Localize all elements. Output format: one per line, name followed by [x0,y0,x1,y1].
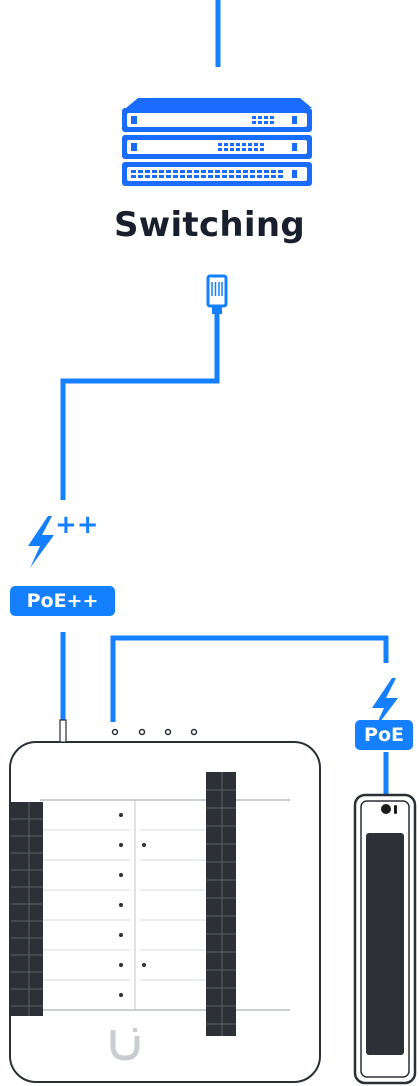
access-hub [9,719,321,1083]
reader-cable [110,635,389,722]
port-indicator [190,728,198,736]
left-terminal-block [11,802,43,1016]
access-reader-icon [353,793,417,1085]
poe-plus-badge: PoE++ [10,586,115,616]
switch-stack-icon [122,98,312,186]
port-indicator [138,728,146,736]
right-terminal-block [206,772,236,1036]
port-indicator [164,728,172,736]
lightning-bolt-icon [28,516,54,568]
poe-badge: PoE [355,720,413,750]
rj45-connector-icon [206,274,228,314]
ubiquiti-logo-icon [110,1028,140,1061]
lightning-bolt-icon [372,678,398,730]
poe-plus-superscript: ++ [55,510,99,540]
poe-plus-cable [60,314,220,500]
switch-label: Switching [113,205,306,245]
port-indicator [111,728,119,736]
